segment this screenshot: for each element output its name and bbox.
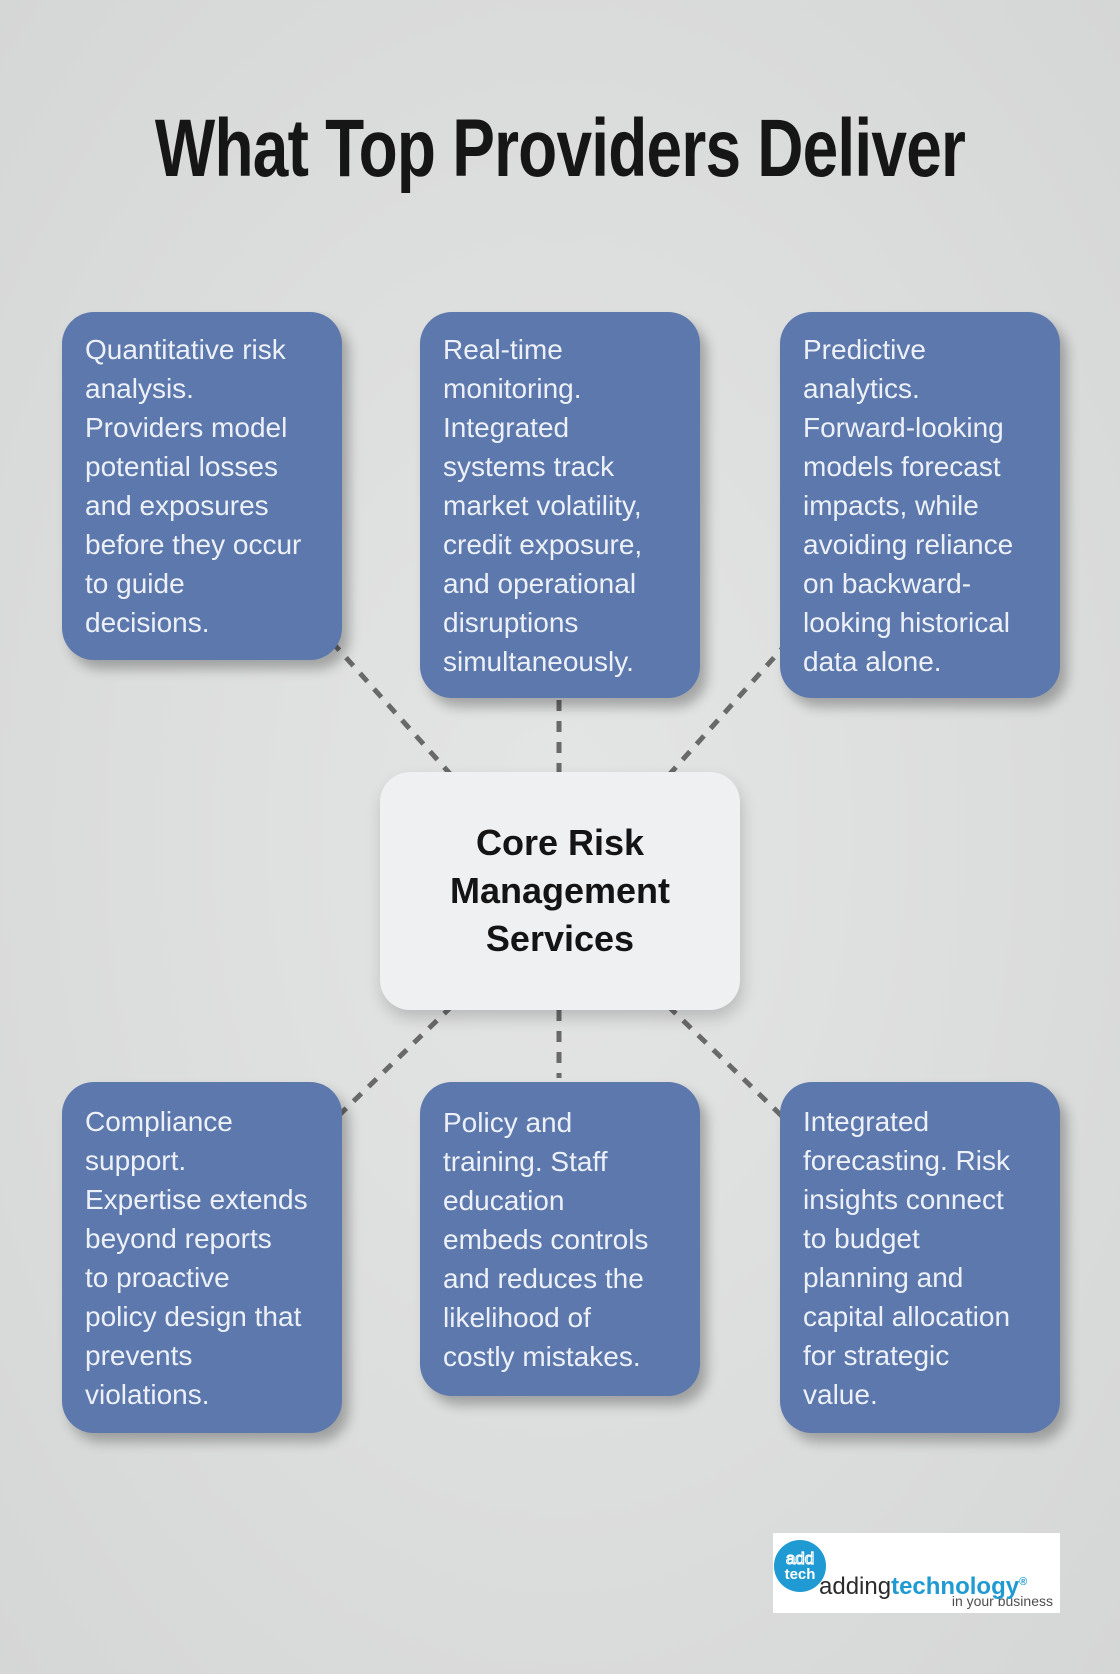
connector-bottom-right	[666, 1004, 790, 1124]
badge-text-add: add	[785, 1548, 815, 1568]
logo-wordmark-adding: adding	[819, 1573, 892, 1600]
spoke-node-quantitative-risk: Quantitative risk analysis. Providers mo…	[62, 312, 342, 660]
connector-bottom-left	[330, 1004, 454, 1124]
connector-top-left	[330, 640, 454, 778]
spoke-node-text: Policy and training. Staff education emb…	[443, 1106, 649, 1372]
connector-top-right	[666, 640, 790, 778]
registered-trademark-icon: ®	[1019, 1576, 1028, 1588]
addtech-logo: add tech addingtechnology® in your busin…	[773, 1533, 1060, 1613]
spoke-node-text: Quantitative risk analysis. Providers mo…	[85, 334, 302, 638]
spoke-node-text: Predictive analytics. Forward-looking mo…	[803, 333, 1014, 677]
badge-text-tech: tech	[784, 1565, 816, 1583]
spoke-node-compliance-support: Compliance support. Expertise extends be…	[62, 1082, 342, 1433]
hub-node-label: Core Risk Management Services	[449, 822, 671, 959]
addtech-badge-icon: add tech	[774, 1540, 826, 1592]
logo-wordmark-technology: technology	[891, 1573, 1020, 1600]
spoke-node-predictive-analytics: Predictive analytics. Forward-looking mo…	[780, 312, 1060, 698]
logo-tagline: in your business	[951, 1593, 1053, 1609]
spoke-node-text: Compliance support. Expertise extends be…	[85, 1105, 308, 1410]
spoke-node-integrated-forecasting: Integrated forecasting. Risk insights co…	[780, 1082, 1060, 1433]
spoke-node-real-time-monitoring: Real-time monitoring. Integrated systems…	[420, 312, 700, 698]
page-title: What Top Providers Deliver	[154, 103, 966, 194]
spoke-node-policy-and-training: Policy and training. Staff education emb…	[420, 1082, 700, 1396]
spoke-node-text: Integrated forecasting. Risk insights co…	[803, 1105, 1011, 1410]
logo-wordmark: addingtechnology®	[819, 1569, 1027, 1600]
hub-node-core-risk-management: Core Risk Management Services	[380, 772, 740, 1010]
spoke-node-text: Real-time monitoring. Integrated systems…	[443, 333, 643, 677]
